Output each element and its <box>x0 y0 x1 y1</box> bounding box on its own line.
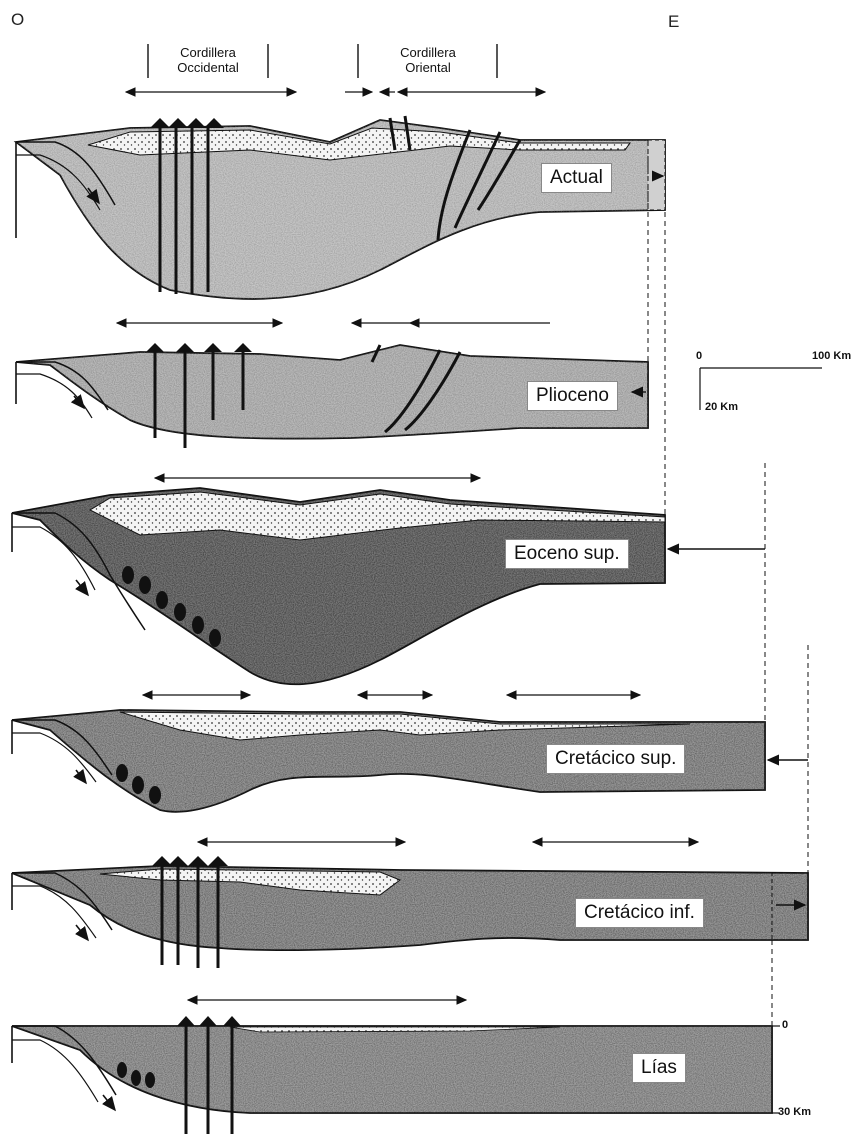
motion-arrow <box>74 396 84 408</box>
cordillera-occidental-label: Cordillera Occidental <box>150 45 266 75</box>
shortening-box <box>648 140 665 210</box>
range-label-line: Cordillera <box>362 45 494 60</box>
stage-label-eoceno: Eoceno sup. <box>505 539 629 569</box>
section-cretinf <box>12 842 808 1025</box>
cordillera-oriental-label: Cordillera Oriental <box>362 45 494 75</box>
depth-bottom-label: 30 Km <box>778 1106 811 1118</box>
section-eoceno <box>12 463 765 720</box>
thrust-teeth <box>177 1016 241 1026</box>
section-cretsup <box>12 645 808 873</box>
scale-hundred: 100 Km <box>812 350 851 362</box>
motion-arrow <box>103 1095 115 1110</box>
range-label-line: Cordillera <box>150 45 266 60</box>
scale-twenty: 20 Km <box>705 401 738 413</box>
motion-arrow <box>76 580 88 595</box>
thrust-teeth <box>152 856 228 866</box>
range-label-line: Oriental <box>362 60 494 75</box>
stage-label-cretsup: Cretácico sup. <box>546 744 685 774</box>
stage-label-actual: Actual <box>541 163 612 193</box>
motion-arrow <box>76 925 88 940</box>
depth-top-label: 0 <box>782 1019 788 1031</box>
stage-label-cretinf: Cretácico inf. <box>575 898 704 928</box>
west-label: O <box>11 10 24 30</box>
range-label-line: Occidental <box>150 60 266 75</box>
east-label: E <box>668 12 679 32</box>
thrust-teeth <box>146 343 252 352</box>
scale-zero: 0 <box>696 350 702 362</box>
stage-label-lias: Lías <box>632 1053 686 1083</box>
motion-arrow <box>76 770 86 783</box>
stage-label-plioceno: Plioceno <box>527 381 618 411</box>
